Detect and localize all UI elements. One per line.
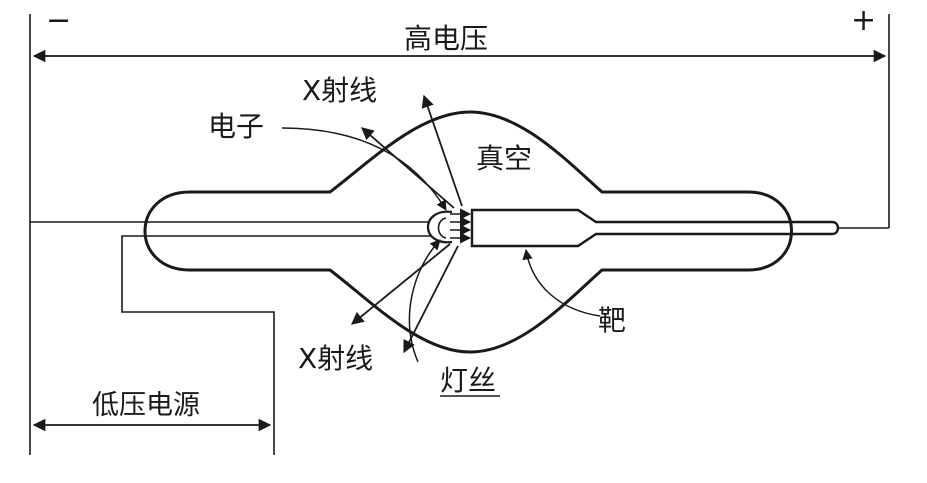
target-pointer — [522, 248, 601, 317]
vacuum-label: 真空 — [476, 142, 532, 175]
target-label: 靶 — [598, 304, 626, 337]
high-voltage-dimension — [29, 14, 890, 228]
filament-return-wire — [121, 235, 432, 455]
negative-terminal-label: − — [46, 3, 71, 38]
xray-bottom-label: X射线 — [298, 342, 373, 375]
glass-envelope — [143, 110, 793, 354]
electron-beam — [450, 208, 472, 244]
low-voltage-source-label: 低压电源 — [92, 390, 200, 421]
xray-top-label: X射线 — [302, 74, 377, 107]
electron-label: 电子 — [208, 110, 264, 143]
filament-pointer — [408, 239, 441, 363]
low-voltage-dimension — [29, 222, 272, 455]
xray-rays-top — [361, 94, 463, 209]
high-voltage-label: 高电压 — [404, 22, 488, 55]
filament-coil — [437, 217, 447, 239]
filament-cup — [427, 210, 453, 244]
xray-rays-bottom — [351, 243, 459, 354]
positive-terminal-label: + — [851, 3, 876, 38]
electron-pointer — [281, 127, 447, 211]
anode-target — [470, 208, 840, 248]
filament-label: 灯丝 — [440, 364, 496, 397]
